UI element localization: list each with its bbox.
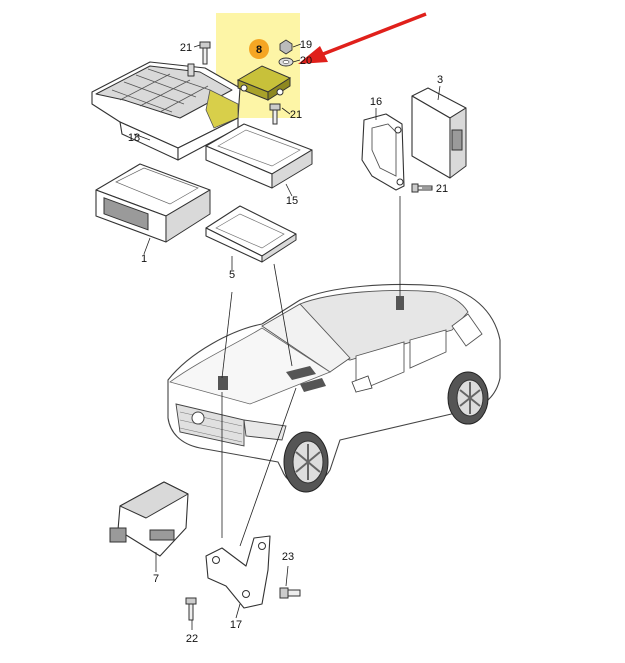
label-8: 8 [256,44,262,56]
label-3: 3 [437,74,443,86]
part-16-bracket [361,113,405,191]
part-7-control-unit [109,481,189,557]
label-22: 22 [186,633,198,645]
rear-wheel [447,371,489,425]
label-17: 17 [230,619,242,631]
label-21-mid: 21 [290,109,302,121]
washer-icon [278,57,294,67]
screw-icon [269,103,281,125]
label-16: 16 [370,96,382,108]
part-15-module [205,123,313,189]
label-23: 23 [282,551,294,563]
part-3-module [411,87,467,179]
label-7: 7 [153,573,159,585]
front-wheel [283,431,329,493]
part-18-tray [91,61,241,161]
part-17-bracket [205,535,271,609]
vehicle-illustration [167,283,501,493]
label-15: 15 [286,195,298,207]
screw-icon [279,587,301,599]
screw-icon [185,597,197,621]
label-21-right: 21 [436,183,448,195]
label-18: 18 [128,132,140,144]
part-8-sensor [236,65,292,101]
part-5-module [205,205,297,263]
label-20: 20 [300,55,312,67]
part-1-control-unit [95,163,211,243]
label-21-top: 21 [180,42,192,54]
screw-icon [199,41,211,65]
leader-lines [133,43,441,630]
label-5: 5 [229,269,235,281]
label-1: 1 [141,253,147,265]
red-arrow-icon [298,12,427,64]
callout-circle-8 [249,39,269,59]
label-19: 19 [300,39,312,51]
nut-icon [279,39,293,55]
